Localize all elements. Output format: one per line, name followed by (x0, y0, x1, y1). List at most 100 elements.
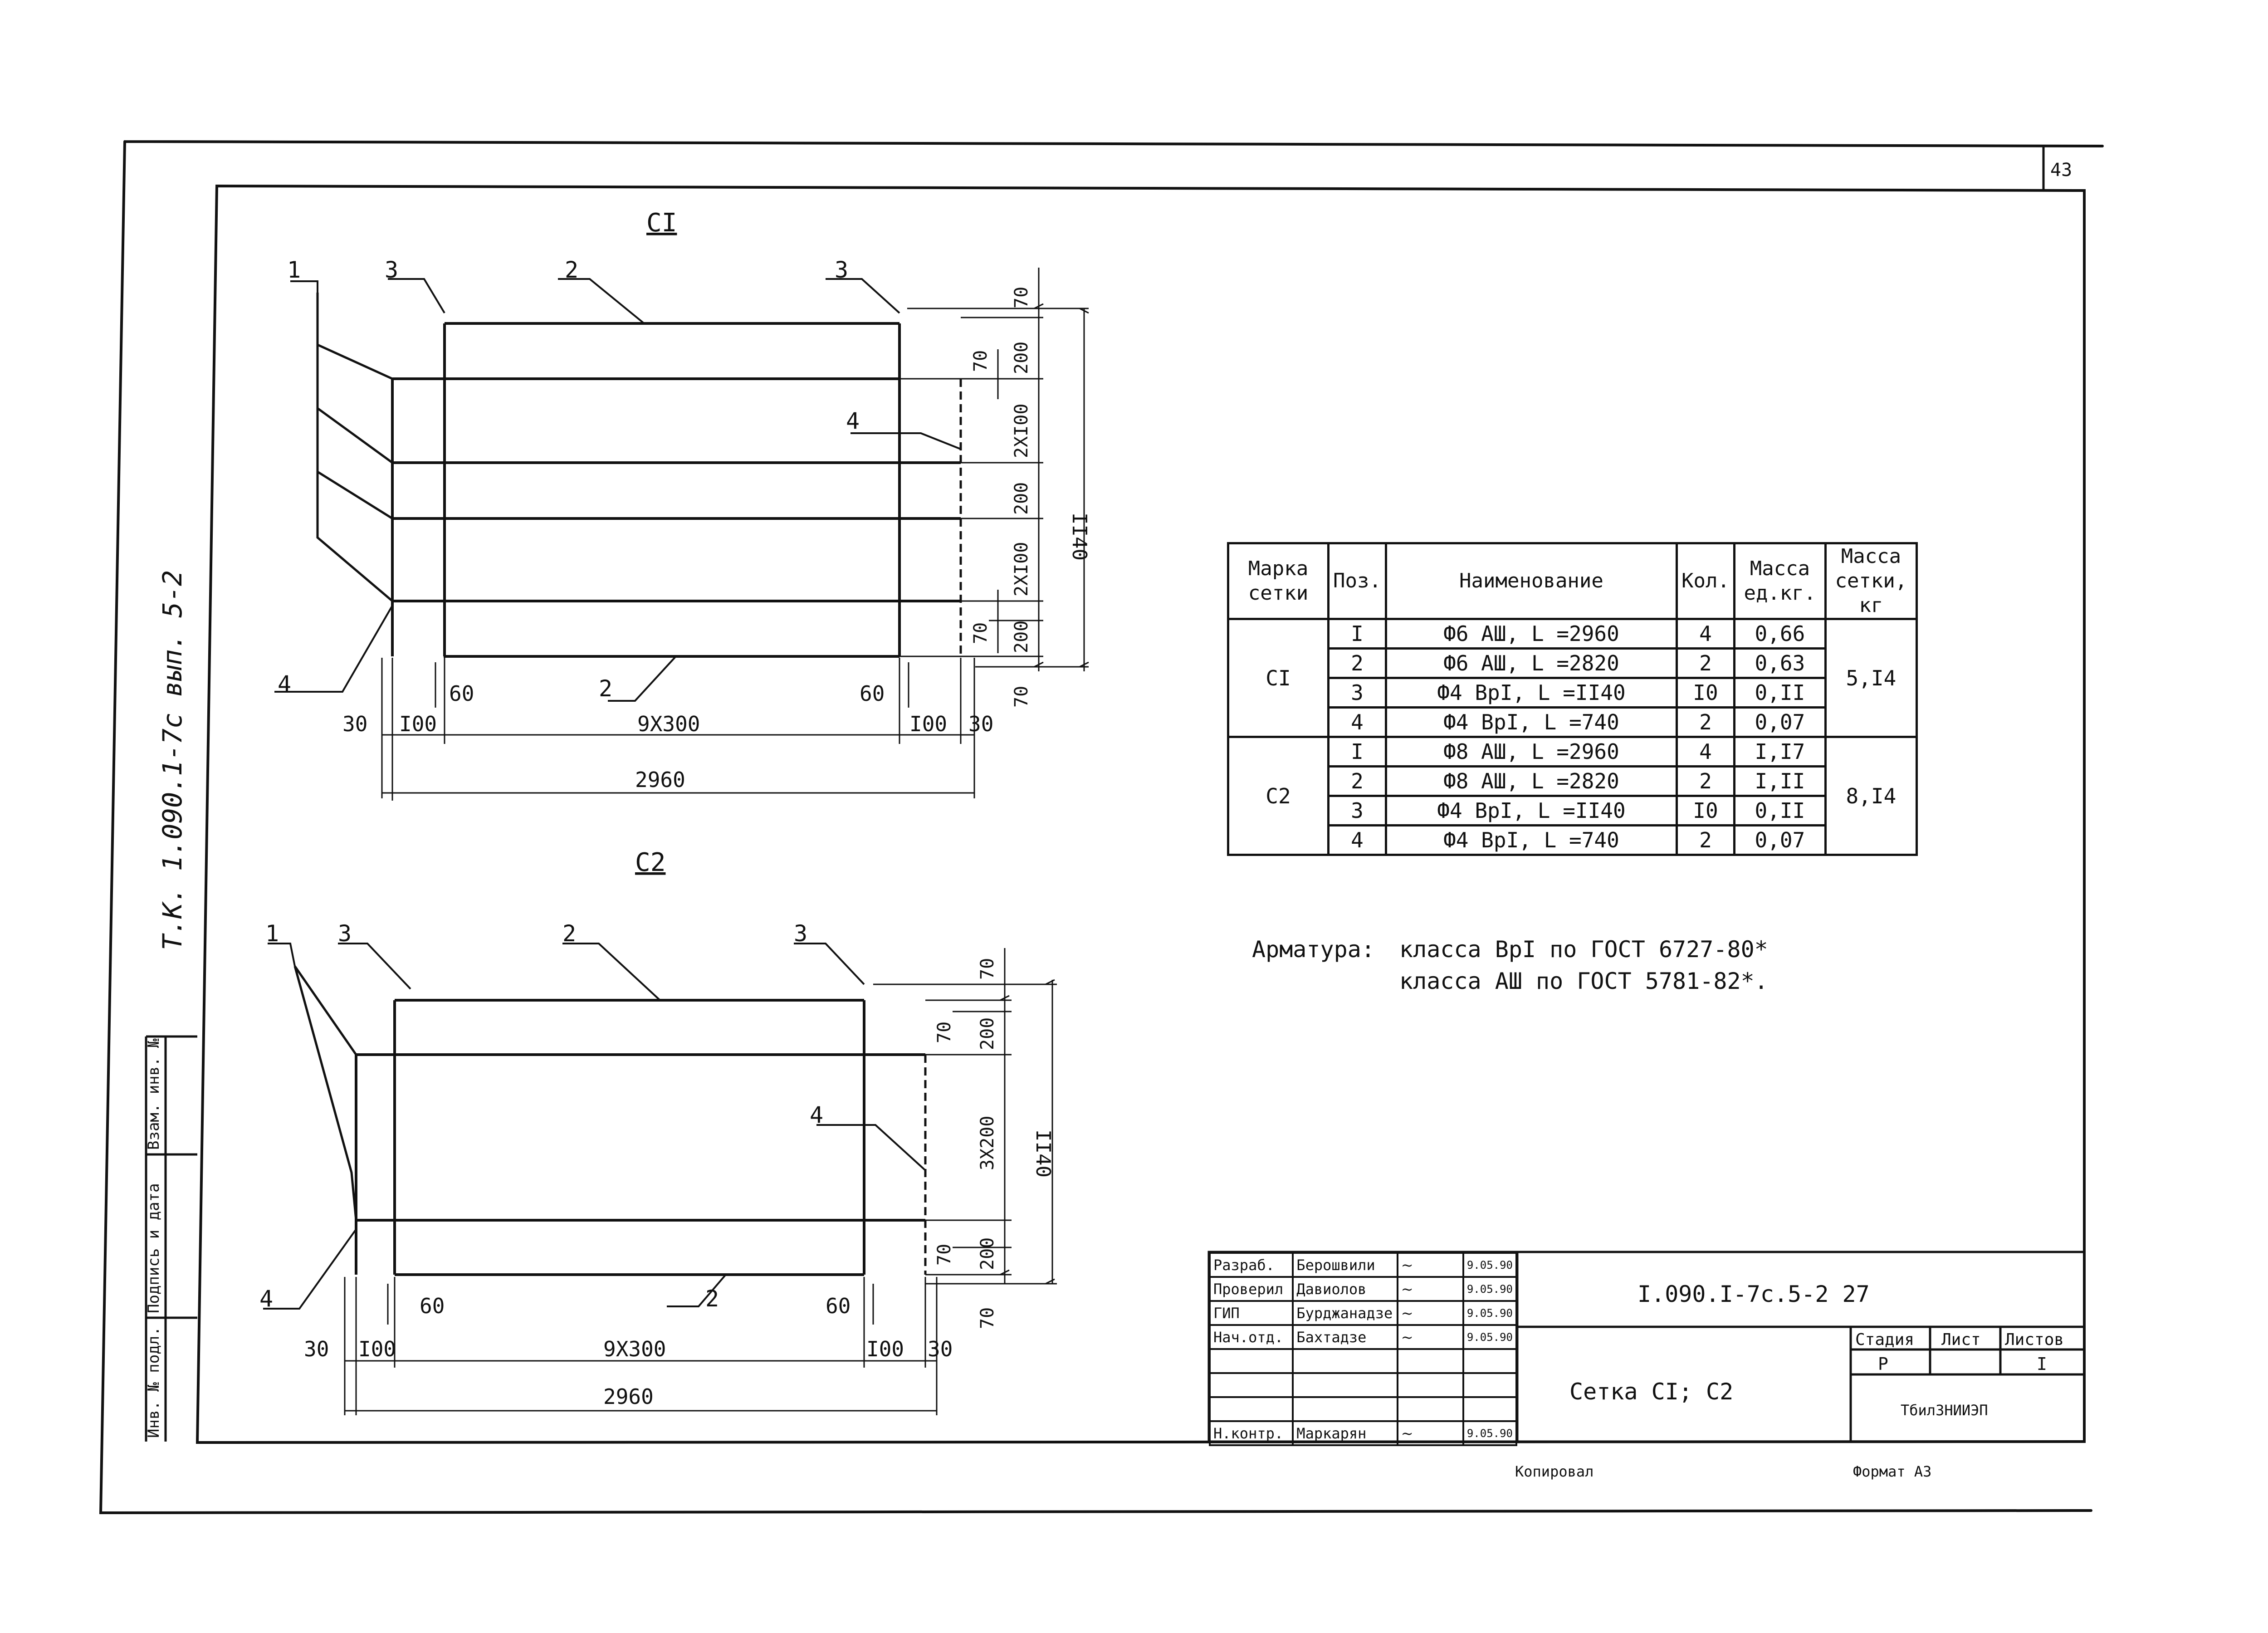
c1-callout-2b: 2 (599, 675, 612, 702)
c2-callout-3a: 3 (338, 920, 352, 947)
spec-cell: I0 (1675, 677, 1735, 709)
outer-frame (99, 140, 2104, 1515)
c2-dim-100a: I00 (358, 1337, 396, 1361)
spec-cell: 4 (1675, 736, 1735, 768)
tb-date: 9.05.90 (1462, 1324, 1518, 1350)
spec-cell: 0,66 (1733, 618, 1827, 650)
tb-signature: ~ (1396, 1276, 1464, 1302)
spec-cell: 2 (1675, 647, 1735, 679)
tb-name: Берошвили (1292, 1252, 1398, 1278)
c2-callout-4b: 4 (259, 1286, 273, 1312)
table-row: 3 Ф4 ВрI, L =II40 I0 0,II (1228, 677, 1917, 709)
c2-callout-3b: 3 (794, 920, 807, 947)
c1-dim-v200a: 200 (1011, 342, 1032, 374)
spec-cell: 2 (1327, 765, 1387, 797)
tb-signature: ~ (1396, 1300, 1464, 1326)
table-row: Разраб. Берошвили ~ 9.05.90 (1208, 1252, 1518, 1278)
organization: ТбилЗНИИЭП (1901, 1402, 1988, 1419)
c1-dim-9x300: 9Х300 (637, 712, 700, 736)
spec-cell: 2 (1675, 765, 1735, 797)
tb-signature: ~ (1396, 1420, 1464, 1446)
c2-callout-4a: 4 (810, 1102, 823, 1128)
table-row: С2 I Ф8 АШ, L =2960 4 I,I7 8,I4 (1227, 736, 1918, 856)
table-row: Проверил Давиолов ~ 9.05.90 (1208, 1276, 1518, 1302)
c1-dim-60a: 60 (449, 681, 474, 706)
spec-cell: I (1327, 618, 1387, 650)
c1-callout-4b: 4 (278, 671, 291, 697)
tb-date: 9.05.90 (1462, 1420, 1518, 1446)
c1-dim-v70c: 70 (970, 622, 991, 644)
sheet-title: Сетка СI; С2 (1569, 1379, 1733, 1405)
c1-dim-100a: I00 (399, 712, 437, 736)
spec-cell: 4 (1327, 824, 1387, 856)
spec-header-pos: Поз. (1327, 542, 1387, 620)
tb-date (1462, 1396, 1518, 1422)
spec-cell: 4 (1675, 618, 1735, 650)
spec-header-total-mass: Масса сетки, кг (1824, 542, 1918, 620)
tb-name (1292, 1348, 1398, 1374)
stage-value: Р (1878, 1354, 1888, 1374)
spec-cell: Ф4 ВрI, L =740 (1384, 824, 1678, 856)
c1-title: СI (646, 208, 677, 238)
margin-box-frame (145, 1035, 197, 1442)
c1-callout-2a: 2 (565, 257, 578, 283)
spec-header-name: Наименование (1384, 542, 1678, 620)
tb-role (1208, 1396, 1294, 1422)
c2-callout-2b: 2 (705, 1286, 719, 1312)
tb-date: 9.05.90 (1462, 1252, 1518, 1278)
c2-dim-v70c: 70 (934, 1244, 955, 1266)
spec-cell: Ф8 АШ, L =2960 (1384, 736, 1678, 768)
table-row: 2 Ф8 АШ, L =2820 2 I,II (1228, 765, 1917, 797)
spec-table: Марка сетки Поз. Наименование Кол. Масса… (1227, 542, 1918, 856)
c1-dim-v2x100b: 2ХI00 (1011, 542, 1032, 596)
note-line-1: класса ВрI по ГОСТ 6727-80* (1399, 936, 1768, 963)
c2-dim-100b: I00 (866, 1337, 904, 1361)
tb-signature (1396, 1396, 1464, 1422)
note-label: Арматура: (1252, 936, 1375, 963)
tb-name: Бурджанадзе (1292, 1300, 1398, 1326)
c2-dim-9x300: 9Х300 (603, 1337, 666, 1361)
c1-callout-3a: 3 (385, 257, 398, 283)
tb-role (1208, 1372, 1294, 1398)
tb-role: Проверил (1208, 1276, 1294, 1302)
footer-copied: Копировал (1515, 1463, 1593, 1480)
c1-dim-v2x100a: 2ХI00 (1011, 404, 1032, 458)
table-row (1208, 1348, 1518, 1374)
table-row (1208, 1372, 1518, 1398)
c1-dim-v70b: 70 (970, 350, 991, 372)
spec-cell: Ф4 ВрI, L =II40 (1384, 677, 1678, 709)
c1-dim-2960: 2960 (635, 768, 685, 792)
spec-cell: 3 (1327, 677, 1387, 709)
tb-name (1292, 1372, 1398, 1398)
c1-dim-v200c: 200 (1011, 621, 1032, 653)
table-row: 4 Ф4 ВрI, L =740 2 0,07 (1228, 824, 1917, 856)
spec-cell: 2 (1327, 647, 1387, 679)
table-row: ГИП Бурджанадзе ~ 9.05.90 (1208, 1300, 1518, 1326)
c2-dim-v200a: 200 (977, 1017, 998, 1050)
tb-date (1462, 1372, 1518, 1398)
c2-dim-60b: 60 (826, 1294, 850, 1318)
spec-cell: I0 (1675, 795, 1735, 826)
spec-cell: I (1327, 736, 1387, 768)
c1-callout-4a: 4 (846, 408, 860, 434)
c2-dim-v70a: 70 (977, 958, 998, 980)
tb-name: Бахтадзе (1292, 1324, 1398, 1350)
doc-code: I.090.I-7с.5-2 27 (1637, 1281, 1870, 1307)
table-row (1208, 1396, 1518, 1422)
tb-signature: ~ (1396, 1324, 1464, 1350)
c1-dim-30a: 30 (342, 712, 367, 736)
spec-cell: Ф4 ВрI, L =740 (1384, 706, 1678, 738)
c1-callout-1: 1 (287, 257, 301, 283)
c1-dim-v1140: II40 (1068, 513, 1091, 561)
spec-cell: 3 (1327, 795, 1387, 826)
spec-cell: Ф4 ВрI, L =II40 (1384, 795, 1678, 826)
tb-name: Маркарян (1292, 1420, 1398, 1446)
tb-name (1292, 1396, 1398, 1422)
tb-role: ГИП (1208, 1300, 1294, 1326)
table-row: 2 Ф6 АШ, L =2820 2 0,63 (1228, 647, 1917, 679)
c1-dim-v70d: 70 (1011, 686, 1032, 708)
spec-total-c1: 5,I4 (1824, 618, 1918, 738)
spec-cell: Ф6 АШ, L =2960 (1384, 618, 1678, 650)
tb-signature: ~ (1396, 1252, 1464, 1278)
c1-dim-100b: I00 (909, 712, 947, 736)
